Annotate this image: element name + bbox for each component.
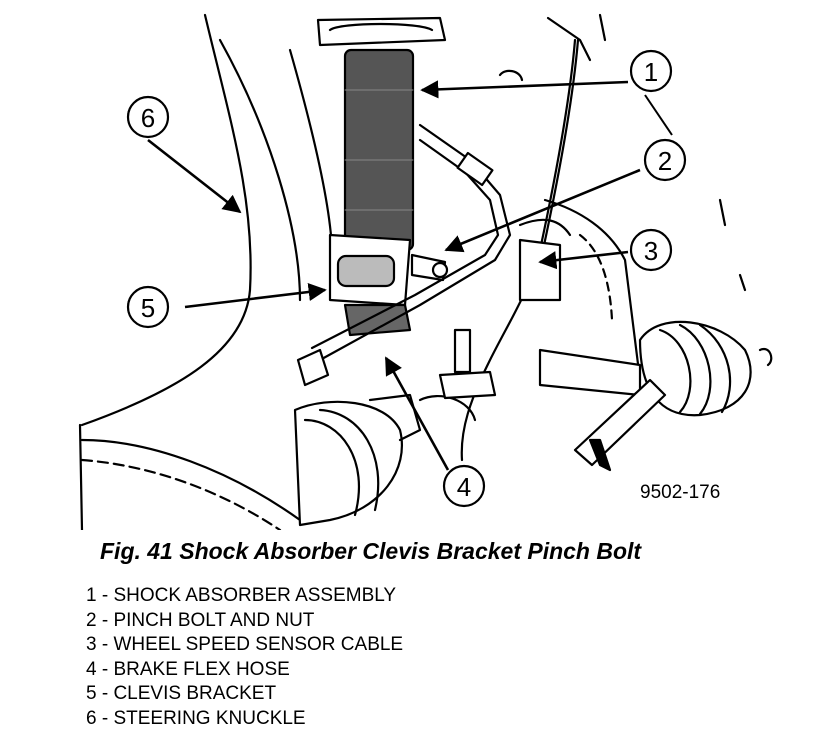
callout-circle-6	[126, 95, 170, 139]
callout-label-4: 4	[457, 472, 471, 502]
legend-item: 4 - BRAKE FLEX HOSE	[86, 658, 290, 680]
legend-item: 1 - SHOCK ABSORBER ASSEMBLY	[86, 585, 397, 606]
figure-id: 9502-176	[640, 482, 721, 503]
leader-5	[184, 282, 327, 309]
leader-2	[444, 168, 641, 253]
callout-circle-2	[643, 138, 687, 182]
leader-6	[147, 138, 242, 214]
callout-circle-5	[126, 285, 170, 329]
callout-label-6: 6	[141, 103, 155, 133]
leader-1	[420, 80, 629, 99]
shock-body	[343, 48, 415, 252]
legend-item: 5 - CLEVIS BRACKET	[86, 683, 277, 705]
steering-knuckle-drawing	[80, 13, 252, 427]
figure-caption: Fig. 41 Shock Absorber Clevis Bracket Pi…	[100, 538, 642, 564]
shock-top-mount	[316, 16, 447, 47]
leader-3	[538, 250, 629, 270]
callout-label-2: 2	[658, 146, 672, 176]
cv-boot-left	[293, 400, 403, 527]
legend-item: 3 - WHEEL SPEED SENSOR CABLE	[86, 634, 404, 656]
shock-absorber-illustration: 1 2 3 4 5 6	[78, 13, 773, 530]
callout-label-3: 3	[644, 236, 658, 266]
callout-circle-1	[629, 49, 673, 93]
legend-list: 1 - SHOCK ABSORBER ASSEMBLY 2 - PINCH BO…	[86, 584, 403, 732]
callout-label-1: 1	[644, 57, 658, 87]
legend-item: 6 - STEERING KNUCKLE	[86, 707, 306, 729]
leader-4	[384, 356, 450, 471]
callout-circle-3	[629, 228, 673, 272]
legend-item: 2 - PINCH BOLT AND NUT	[86, 609, 315, 631]
callout-circle-4	[442, 464, 486, 508]
callout-label-5: 5	[141, 293, 155, 323]
